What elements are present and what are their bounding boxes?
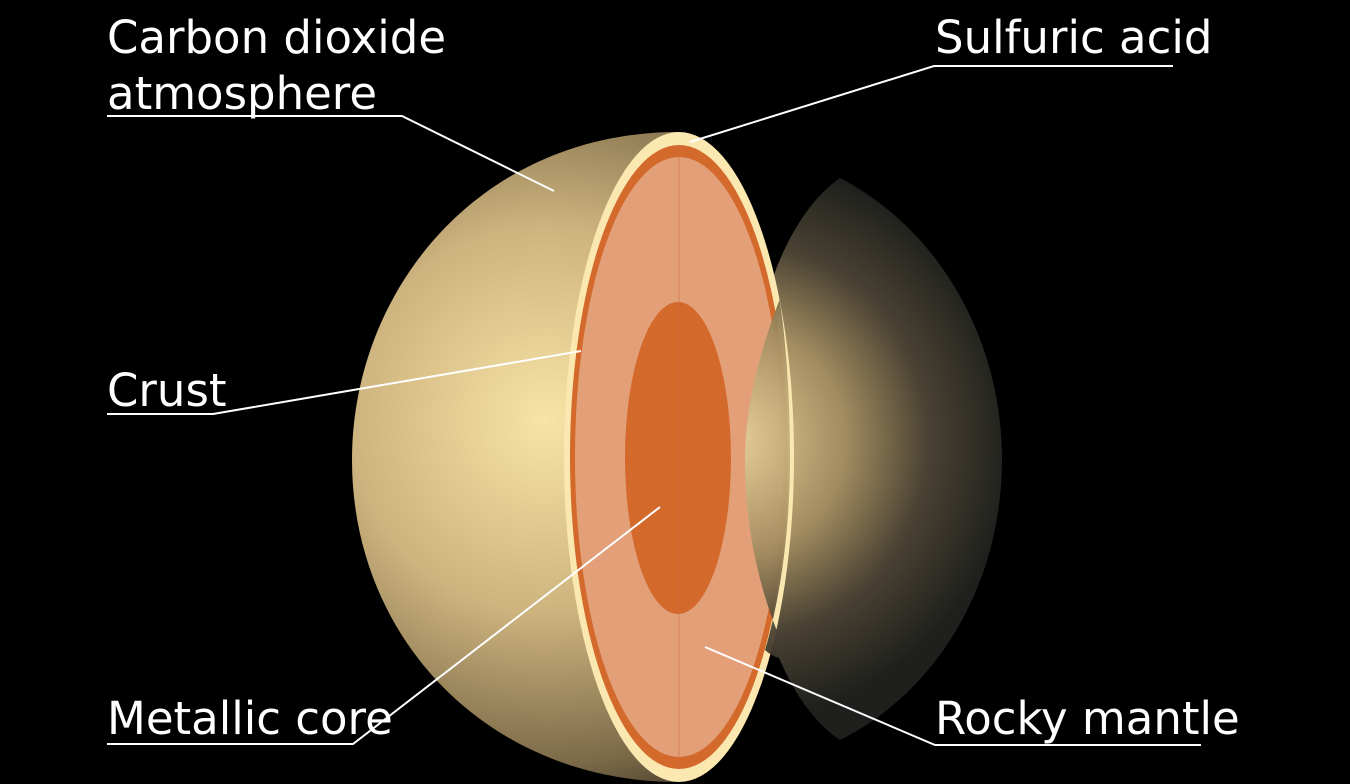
atmosphere-label-line1: Carbon dioxide <box>107 11 447 64</box>
leader-lines <box>107 65 1201 746</box>
atmosphere-label: Carbon dioxide atmosphere <box>107 10 446 122</box>
crust-label: Crust <box>107 364 227 417</box>
back-hemisphere-edge <box>745 262 795 660</box>
atmosphere-surface <box>352 132 678 782</box>
crust-leader <box>107 350 582 415</box>
atmosphere-label-line2: atmosphere <box>107 67 377 120</box>
core <box>625 302 731 614</box>
mantle-label: Rocky mantle <box>935 692 1240 745</box>
acid-leader <box>689 65 1173 143</box>
core-label: Metallic core <box>107 692 393 745</box>
core-leader <box>107 506 661 745</box>
mantle-leader <box>704 646 1201 746</box>
atmosphere-leader <box>107 115 555 192</box>
back-hemisphere <box>745 178 1002 740</box>
sulfuric-acid-label: Sulfuric acid <box>935 11 1213 64</box>
